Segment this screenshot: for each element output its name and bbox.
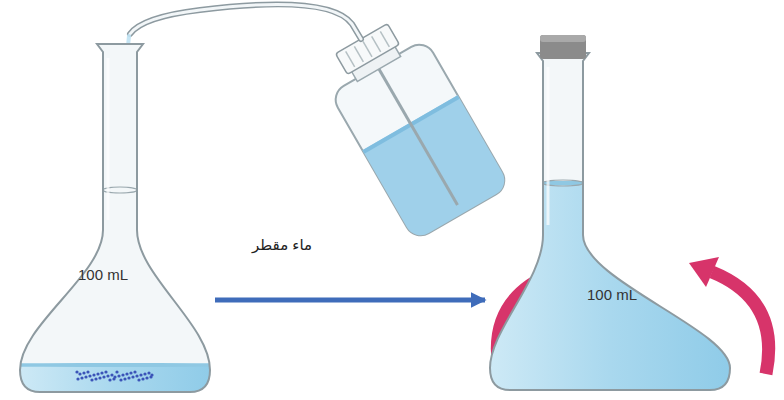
volumetric-flask: 100 mL (485, 35, 735, 395)
volume-label: 100 mL (78, 266, 128, 283)
nozzle (130, 4, 361, 39)
nozzle-inner (130, 4, 361, 39)
wash-bottle (310, 9, 517, 248)
flask-outline (485, 35, 735, 395)
volume-label: 100 mL (587, 286, 637, 303)
process-arrow (215, 298, 485, 303)
flask-outline (15, 40, 215, 398)
volumetric-flask: 100 mL (15, 40, 215, 398)
bottle-label: ماء مقطر (252, 236, 312, 254)
